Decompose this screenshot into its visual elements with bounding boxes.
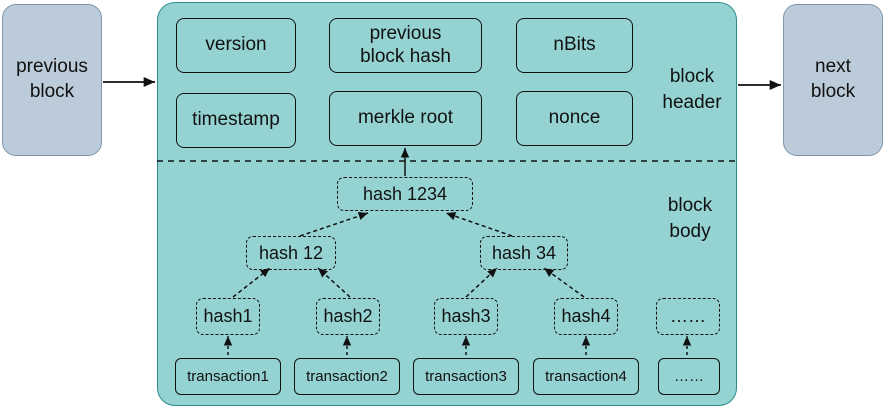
transaction-5: …… (658, 358, 720, 395)
next-block: next block (783, 4, 883, 156)
hash-34-node: hash 34 (480, 236, 568, 270)
nonce-field: nonce (516, 91, 633, 146)
hash-2-node: hash2 (316, 298, 380, 335)
hash2-to-hash12-arrow (317, 267, 351, 298)
transaction-1: transaction1 (175, 358, 281, 395)
hash-1-node: hash1 (196, 298, 260, 335)
nbits-field: nBits (516, 18, 633, 73)
transaction-2: transaction2 (294, 358, 400, 395)
hash4-to-hash34-arrow (543, 267, 585, 298)
hash-1234-node: hash 1234 (337, 177, 473, 211)
hash34-to-hash1234-arrow (445, 212, 513, 237)
merkle-root-field: merkle root (329, 91, 482, 146)
transaction-3: transaction3 (413, 358, 519, 395)
hash1-to-hash12-arrow (232, 267, 271, 298)
hash-5-node: …… (656, 298, 720, 335)
hash12-to-hash1234-arrow (299, 212, 369, 237)
version-field: version (176, 18, 296, 73)
timestamp-field: timestamp (176, 93, 296, 148)
hash3-to-hash34-arrow (465, 267, 498, 298)
hash-12-node: hash 12 (246, 236, 336, 270)
block-header-label: block header (662, 66, 722, 113)
hash-4-node: hash4 (554, 298, 618, 335)
hash-3-node: hash3 (434, 298, 498, 335)
previous-block: previous block (2, 4, 102, 156)
block-body-label: block body (667, 195, 713, 242)
transaction-4: transaction4 (533, 358, 639, 395)
previous-block-hash-field: previous block hash (329, 18, 482, 73)
